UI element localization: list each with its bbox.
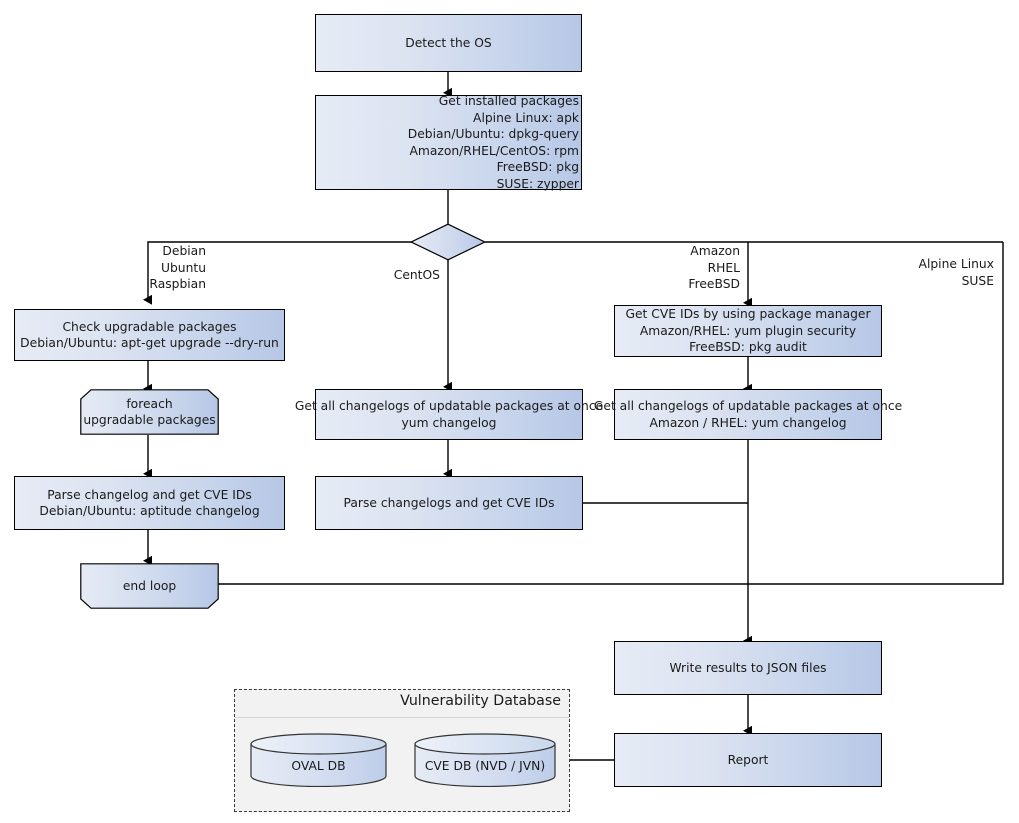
- text-line: foreach: [126, 396, 173, 411]
- node-end-loop[interactable]: end loop: [80, 563, 219, 609]
- db-cylinder-oval-label: OVAL DB: [291, 759, 346, 773]
- db-cylinder-cve-label: CVE DB (NVD / JVN): [424, 759, 546, 773]
- branch-label-amazon: Amazon RHEL FreeBSD: [688, 244, 740, 291]
- group-header-divider: [235, 717, 569, 718]
- node-check-upgradable[interactable]: Check upgradable packages Debian/Ubuntu:…: [14, 309, 285, 361]
- node-changelogs-centos-label: Get all changelogs of updatable packages…: [295, 398, 603, 431]
- node-parse-changelogs-centos-label: Parse changelogs and get CVE IDs: [343, 495, 555, 510]
- branch-label-alpine: Alpine Linux SUSE: [918, 257, 994, 288]
- text-line: yum changelog: [401, 415, 497, 430]
- node-write-results-label: Write results to JSON files: [669, 660, 827, 675]
- db-cylinder-oval[interactable]: OVAL DB: [250, 733, 387, 788]
- node-changelogs-amazon-label: Get all changelogs of updatable packages…: [594, 398, 902, 431]
- text-line: Amazon / RHEL: yum changelog: [649, 415, 847, 430]
- node-detect-os[interactable]: Detect the OS: [315, 14, 582, 72]
- node-os-decision[interactable]: [409, 223, 487, 261]
- text-line: upgradable packages: [83, 413, 216, 427]
- diamond-shape: [409, 223, 487, 261]
- node-get-installed-packages-label: Get installed packages Alpine Linux: apk…: [408, 93, 581, 192]
- branch-label-centos: CentOS: [393, 268, 440, 282]
- text-line: Parse changelog and get CVE IDs: [47, 487, 252, 502]
- node-changelogs-amazon[interactable]: Get all changelogs of updatable packages…: [594, 389, 902, 440]
- node-end-loop-label: end loop: [122, 578, 177, 593]
- branch-label-debian: Debian Ubuntu Raspbian: [149, 244, 206, 291]
- node-parse-changelog-debian-label: Parse changelog and get CVE IDs Debian/U…: [39, 487, 259, 520]
- text-line: Amazon/RHEL/CentOS: rpm: [409, 143, 579, 158]
- text-line: FreeBSD: pkg: [496, 160, 579, 174]
- text-line: Debian/Ubuntu: aptitude changelog: [39, 504, 260, 518]
- vulnerability-database-title: Vulnerability Database: [400, 693, 561, 709]
- db-cylinder-cve[interactable]: CVE DB (NVD / JVN): [414, 733, 556, 788]
- text-line: Get CVE IDs by using package manager: [625, 307, 871, 322]
- text-line: Get all changelogs of updatable packages…: [593, 399, 903, 413]
- text-line: Get installed packages: [438, 94, 579, 108]
- node-report[interactable]: Report: [614, 733, 882, 787]
- node-check-upgradable-label: Check upgradable packages Debian/Ubuntu:…: [20, 319, 279, 352]
- text-line: FreeBSD: pkg audit: [689, 340, 807, 355]
- text-line: Debian/Ubuntu: dpkg-query: [407, 127, 579, 141]
- node-parse-changelogs-centos[interactable]: Parse changelogs and get CVE IDs: [315, 476, 583, 530]
- cylinder-shape: [250, 733, 387, 788]
- node-detect-os-label: Detect the OS: [405, 35, 492, 50]
- text-line: Debian/Ubuntu: apt-get upgrade --dry-run: [20, 336, 279, 350]
- text-line: SUSE: zypper: [496, 176, 579, 191]
- node-foreach-loop-label: foreach upgradable packages: [83, 396, 215, 429]
- node-write-results[interactable]: Write results to JSON files: [614, 641, 882, 695]
- node-changelogs-centos[interactable]: Get all changelogs of updatable packages…: [295, 389, 603, 440]
- node-get-installed-packages[interactable]: Get installed packages Alpine Linux: apk…: [315, 93, 582, 192]
- text-line: Alpine Linux: apk: [473, 110, 579, 125]
- text-line: Amazon/RHEL: yum plugin security: [639, 323, 857, 338]
- node-get-cve-ids-pkgmgr[interactable]: Get CVE IDs by using package manager Ama…: [614, 305, 882, 357]
- node-foreach-loop[interactable]: foreach upgradable packages: [80, 389, 219, 435]
- node-report-label: Report: [727, 752, 769, 767]
- node-parse-changelog-debian[interactable]: Parse changelog and get CVE IDs Debian/U…: [14, 476, 285, 530]
- text-line: Get all changelogs of updatable packages…: [294, 399, 604, 413]
- node-get-cve-ids-pkgmgr-label: Get CVE IDs by using package manager Ama…: [625, 306, 870, 356]
- text-line: Check upgradable packages: [62, 319, 237, 334]
- cylinder-shape: [414, 733, 556, 788]
